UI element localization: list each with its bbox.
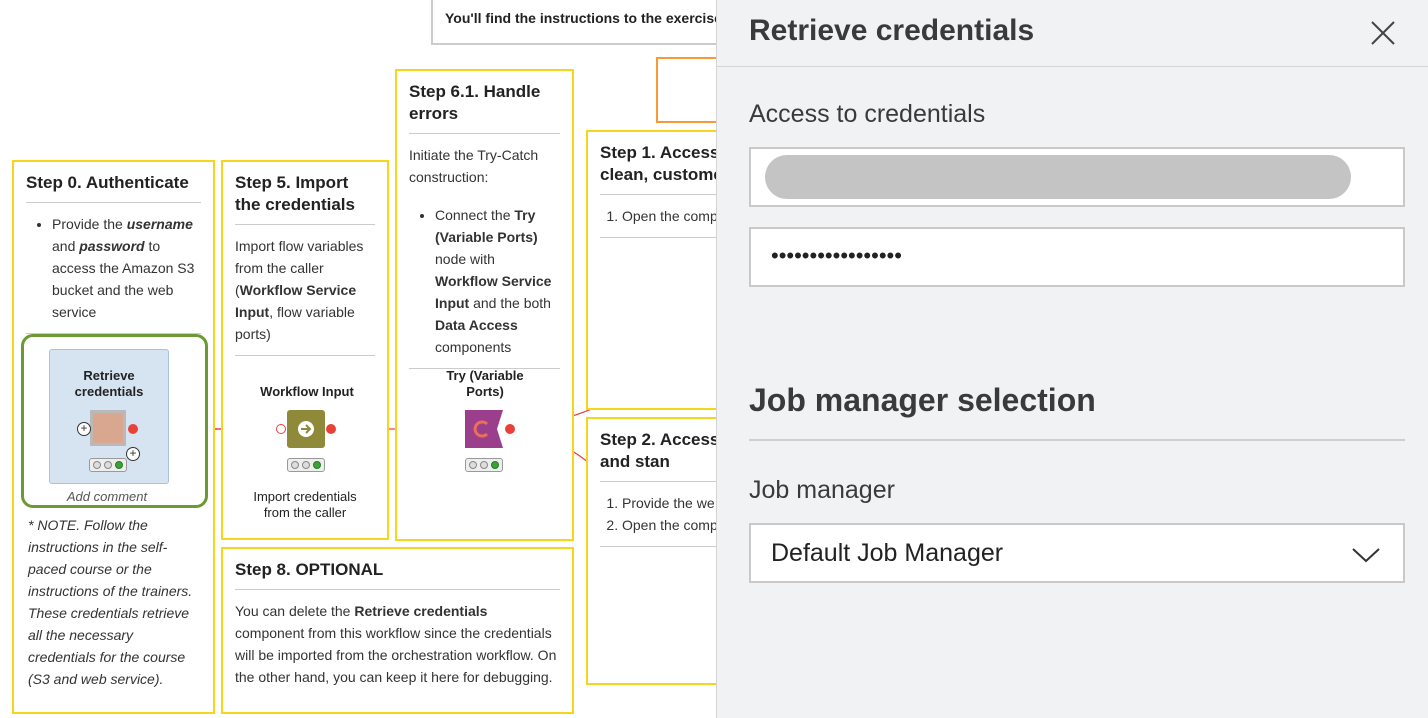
component-node-icon[interactable] xyxy=(90,410,126,446)
annotation-step5[interactable]: Step 5. Import the credentials Import fl… xyxy=(221,160,389,540)
step5-body: Import flow variables from the caller (W… xyxy=(235,238,364,342)
step61-heading: Step 6.1. Handle errors xyxy=(409,81,560,134)
selection-highlight xyxy=(21,334,208,508)
output-port[interactable] xyxy=(128,424,138,434)
access-label: Access to credentials xyxy=(749,100,986,128)
step2-divider xyxy=(600,546,716,547)
retrieve-credentials-label[interactable]: Retrieve credentials xyxy=(74,368,144,399)
node-status-indicator xyxy=(465,458,503,472)
try-icon xyxy=(465,410,503,448)
step5-heading: Step 5. Import the credentials xyxy=(235,172,375,225)
annotation-step8[interactable]: Step 8. OPTIONAL You can delete the Retr… xyxy=(221,547,574,714)
input-port[interactable] xyxy=(276,424,286,434)
annotation-step2[interactable]: Step 2. Access, clean, and stan Provide … xyxy=(586,417,716,685)
job-manager-selected: Default Job Manager xyxy=(771,539,1004,567)
password-value: ••••••••••••••••• xyxy=(771,243,902,268)
step2-item: Provide the we xyxy=(622,492,716,514)
output-port[interactable] xyxy=(326,424,336,434)
orange-annotation[interactable] xyxy=(656,57,716,123)
node-status-indicator xyxy=(89,458,127,472)
panel-header: Retrieve credentials xyxy=(717,0,1428,67)
step0-note: * NOTE. Follow the instructions in the s… xyxy=(28,517,193,687)
step61-intro: Initiate the Try-Catch construction: xyxy=(409,147,539,185)
username-field[interactable] xyxy=(749,147,1405,207)
step8-body: You can delete the Retrieve credentials … xyxy=(235,603,557,685)
instructions-banner: You'll find the instructions to the exer… xyxy=(431,0,716,45)
step61-list: Connect the Try (Variable Ports) node wi… xyxy=(409,204,560,358)
step2-heading: Step 2. Access, clean, and stan xyxy=(600,429,716,482)
redacted-username xyxy=(765,155,1351,199)
step61-bullet: Connect the Try (Variable Ports) node wi… xyxy=(435,204,560,358)
configuration-panel: Retrieve credentials Access to credentia… xyxy=(716,0,1428,718)
annotation-step1[interactable]: Step 1. Access, validate, clean, custome… xyxy=(586,130,716,410)
workflow-canvas[interactable]: You'll find the instructions to the exer… xyxy=(0,0,716,718)
node-status-indicator xyxy=(287,458,325,472)
close-icon[interactable] xyxy=(1368,18,1398,48)
panel-title: Retrieve credentials xyxy=(749,14,1035,47)
try-node[interactable] xyxy=(465,410,503,448)
password-field[interactable]: ••••••••••••••••• xyxy=(749,227,1405,287)
step2-item: Open the comp xyxy=(622,514,716,536)
chevron-down-icon[interactable] xyxy=(1351,545,1381,565)
add-comment-label[interactable]: Add comment xyxy=(66,489,148,504)
add-port-icon[interactable]: + xyxy=(77,422,91,436)
job-manager-label: Job manager xyxy=(749,476,895,504)
step5-divider xyxy=(235,355,375,356)
step1-list: Open the comp xyxy=(600,205,716,227)
output-port[interactable] xyxy=(505,424,515,434)
step0-bullet: Provide the username and password to acc… xyxy=(52,213,201,323)
add-port-icon[interactable]: + xyxy=(126,447,140,461)
try-node-label[interactable]: Try (Variable Ports) xyxy=(446,368,524,399)
workflow-input-caption: Import credentials from the caller xyxy=(253,489,357,520)
workflow-input-node[interactable] xyxy=(287,410,325,448)
step1-heading: Step 1. Access, validate, clean, custome… xyxy=(600,142,716,195)
workflow-input-icon xyxy=(298,421,314,437)
section-divider xyxy=(749,439,1405,441)
step1-item: Open the comp xyxy=(622,205,716,227)
step2-list: Provide the we Open the comp xyxy=(600,492,716,536)
workflow-input-label[interactable]: Workflow Input xyxy=(260,384,354,399)
job-manager-select[interactable]: Default Job Manager xyxy=(749,523,1405,583)
step0-heading: Step 0. Authenticate xyxy=(26,172,201,203)
step61-divider xyxy=(409,368,560,369)
banner-text: You'll find the instructions to the exer… xyxy=(445,10,716,26)
step8-heading: Step 8. OPTIONAL xyxy=(235,559,560,590)
job-section-title: Job manager selection xyxy=(749,382,1096,418)
step1-divider xyxy=(600,237,716,238)
step0-list: Provide the username and password to acc… xyxy=(26,213,201,323)
step0-divider xyxy=(26,333,201,334)
